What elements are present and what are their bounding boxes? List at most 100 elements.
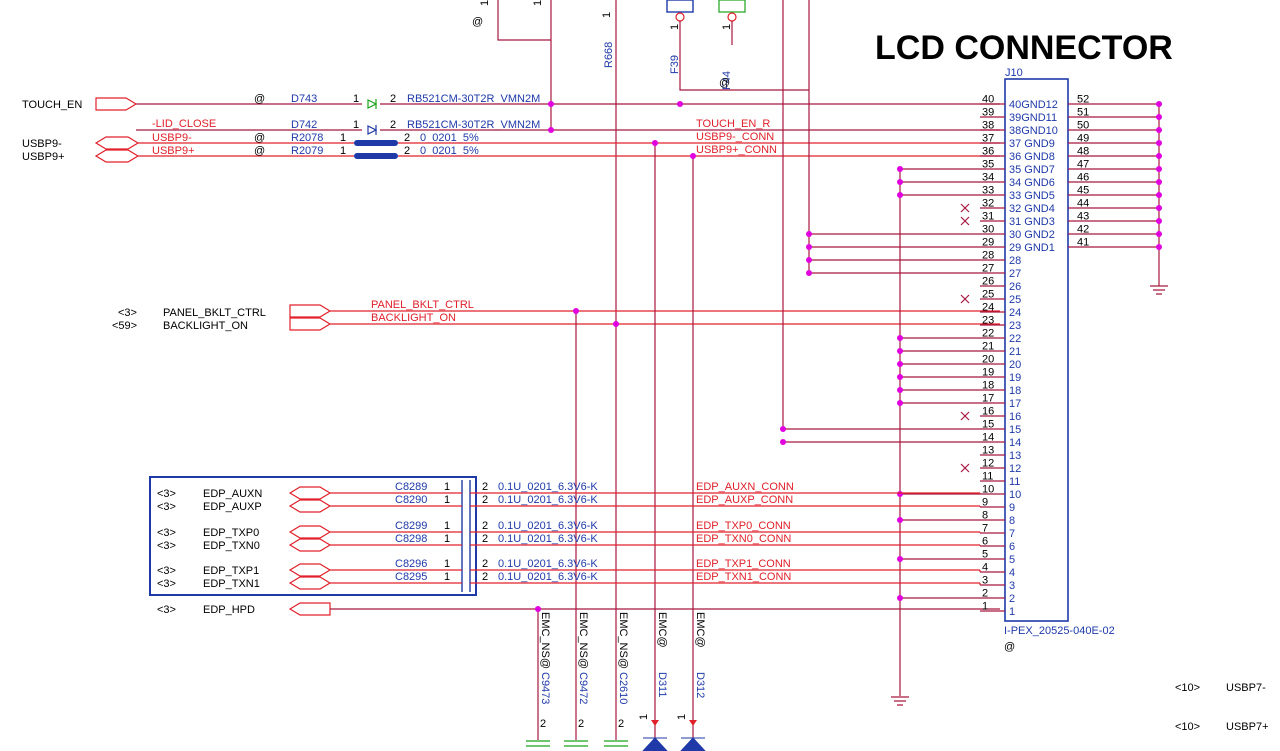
- junction-dot: [806, 270, 812, 276]
- j10-pin-label: 36 GND8: [1009, 151, 1055, 163]
- junction-dot: [1156, 218, 1162, 224]
- j10-pin-number: 24: [982, 302, 994, 314]
- bottom-part-tag: EMC@: [694, 612, 706, 648]
- no-connect-mark: [960, 216, 970, 226]
- edp-cap-pin1: 1: [444, 494, 450, 506]
- j10-pin-label: 24: [1009, 307, 1021, 319]
- j10-pin-label: 16: [1009, 411, 1021, 423]
- svg-text:1: 1: [669, 24, 681, 30]
- backlight-on-port: BACKLIGHT_ON: [163, 320, 248, 332]
- j10-gnd-pin-number: 50: [1077, 120, 1089, 132]
- j10-pin-label: 18: [1009, 385, 1021, 397]
- junction-dot: [897, 361, 903, 367]
- junction-dot: [897, 348, 903, 354]
- svg-text:2: 2: [390, 93, 396, 105]
- j10-pin-label: 28: [1009, 255, 1021, 267]
- junction-dot: [1156, 244, 1162, 250]
- j10-gnd-pin-number: 42: [1077, 224, 1089, 236]
- edp-sheet-ref: <3>: [157, 540, 176, 552]
- diode-arrow: [651, 720, 659, 726]
- svg-text:1: 1: [532, 0, 544, 6]
- junction-dot: [613, 321, 619, 327]
- j10-pin-number: 31: [982, 211, 994, 223]
- bottom-part-pin: 2: [540, 718, 546, 730]
- junction-dot: [548, 101, 554, 107]
- junction-dot: [897, 556, 903, 562]
- junction-dot: [897, 517, 903, 523]
- bottom-part-pin: 1: [638, 714, 650, 720]
- j10-pin-number: 17: [982, 393, 994, 405]
- svg-text:@: @: [472, 16, 483, 28]
- bottom-part-ref: C9472: [577, 672, 589, 704]
- junction-dot: [548, 127, 554, 133]
- j10-pin-label: 11: [1009, 476, 1020, 488]
- usbp7m-port: USBP7-: [1226, 682, 1266, 694]
- j10-pin-number: 28: [982, 250, 994, 262]
- j10-pin-label: 5: [1009, 554, 1015, 566]
- svg-text:D742: D742: [291, 119, 317, 131]
- edp-conn-net: EDP_TXP0_CONN: [696, 520, 791, 532]
- svg-text:TOUCH_EN_R: TOUCH_EN_R: [696, 118, 770, 130]
- j10-gnd-pin-number: 52: [1077, 94, 1089, 106]
- svg-text:R2079: R2079: [291, 145, 323, 157]
- junction-dot: [573, 308, 579, 314]
- j10-pin-label: 3: [1009, 580, 1015, 592]
- svg-text:<3>: <3>: [118, 307, 137, 319]
- edp-cap-pin2: 2: [482, 558, 488, 570]
- junction-dot: [897, 374, 903, 380]
- svg-text:2: 2: [390, 119, 396, 131]
- junction-dot: [897, 192, 903, 198]
- junction-dot: [897, 166, 903, 172]
- j10-pin-number: 23: [982, 315, 994, 327]
- j10-pin-number: 2: [982, 588, 988, 600]
- edp-pair-port-shape: [288, 563, 332, 590]
- no-connect-mark: [960, 411, 970, 421]
- edp-port-label: EDP_TXP0: [203, 527, 259, 539]
- j10-gnd-pin-number: 43: [1077, 211, 1089, 223]
- svg-text:2: 2: [404, 145, 410, 157]
- panel-bklt-port: PANEL_BKLT_CTRL: [163, 307, 266, 319]
- edp-cap-pin1: 1: [444, 481, 450, 493]
- edp-port-label: EDP_TXP1: [203, 565, 259, 577]
- edp-cap-value: 0.1U_0201_6.3V6-K: [498, 481, 598, 493]
- svg-text:1: 1: [479, 0, 491, 6]
- capacitor-symbol: [526, 740, 550, 747]
- junction-dot: [1156, 140, 1162, 146]
- j10-pin-label: 13: [1009, 450, 1021, 462]
- j10-pin-label: 4: [1009, 567, 1015, 579]
- bottom-parts: EMC_NS@C94732EMC_NS@C94722EMC_NS@C26102E…: [526, 612, 706, 751]
- j10-pin-label: 12: [1009, 463, 1021, 475]
- svg-text:<59>: <59>: [112, 320, 137, 332]
- svg-text:<10>: <10>: [1175, 721, 1200, 733]
- j10-gnd-pin-number: 49: [1077, 133, 1089, 145]
- j10-pin-label: 2: [1009, 593, 1015, 605]
- j10-pin-label: 30 GND2: [1009, 229, 1055, 241]
- j10-pin-label: 40GND12: [1009, 99, 1058, 111]
- junction-dot: [1156, 192, 1162, 198]
- j10-pin-label: 26: [1009, 281, 1021, 293]
- j10-pin-label: 14: [1009, 437, 1021, 449]
- j10-pin-label: 34 GND6: [1009, 177, 1055, 189]
- junction-dot: [1156, 231, 1162, 237]
- j10-gnd-pin-number: 48: [1077, 146, 1089, 158]
- svg-text:@: @: [254, 132, 265, 144]
- lid-close-row: -LID_CLOSE D742 1 2 RB521CM-30T2R_VMN2M: [136, 118, 1000, 135]
- svg-text:R2078: R2078: [291, 132, 323, 144]
- j10-pin-label: 37 GND9: [1009, 138, 1055, 150]
- j10-pin-number: 29: [982, 237, 994, 249]
- j10-gnd-pin-number: 46: [1077, 172, 1089, 184]
- j10-pin-number: 37: [982, 133, 994, 145]
- j10-pin-label: 10: [1009, 489, 1021, 501]
- edp-conn-net: EDP_TXN1_CONN: [696, 571, 791, 583]
- edp-cap-pin1: 1: [444, 533, 450, 545]
- j10-pin-label: 35 GND7: [1009, 164, 1055, 176]
- j10-ref: J10: [1005, 67, 1023, 79]
- f44-ref: F44: [721, 71, 733, 90]
- j10-pin-label: 39GND11: [1009, 112, 1057, 124]
- junction-dot: [677, 101, 683, 107]
- j10-pin-number: 7: [982, 523, 988, 535]
- junction-dot: [806, 257, 812, 263]
- j10-pin-label: 15: [1009, 424, 1021, 436]
- junction-dot: [1156, 101, 1162, 107]
